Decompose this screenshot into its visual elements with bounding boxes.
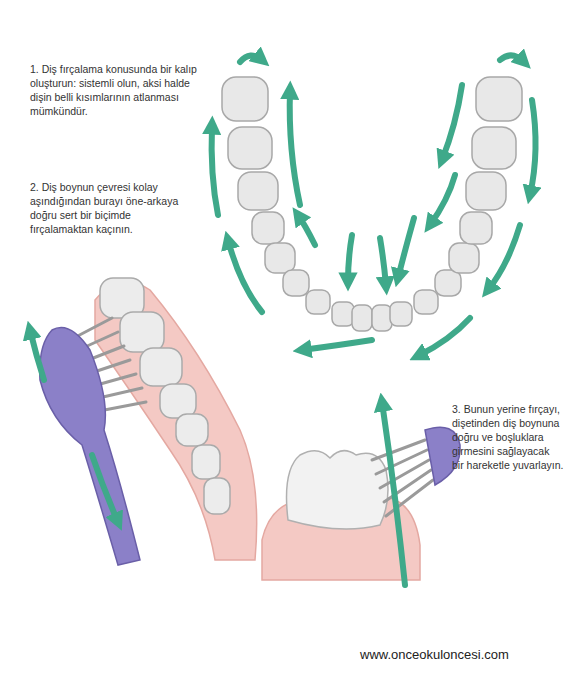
molar [287, 451, 389, 529]
watermark: www.onceokuloncesi.com [360, 648, 565, 662]
instruction-note: 1. Diş fırçalama konusunda bir kalıp olu… [30, 62, 198, 118]
roll-arrow [382, 402, 405, 585]
direction-arrows [212, 55, 536, 356]
upper-arch-teeth [222, 77, 522, 331]
instruction-note: 3. Bunun yerine fırçayı, dişetinden diş … [452, 402, 564, 472]
instruction-note: 2. Diş boynun çevresi kolay aşındığından… [30, 180, 190, 236]
lower-teeth [100, 278, 230, 514]
brush-arrows [30, 330, 118, 522]
bristles [372, 440, 433, 516]
toothbrush [40, 328, 140, 566]
